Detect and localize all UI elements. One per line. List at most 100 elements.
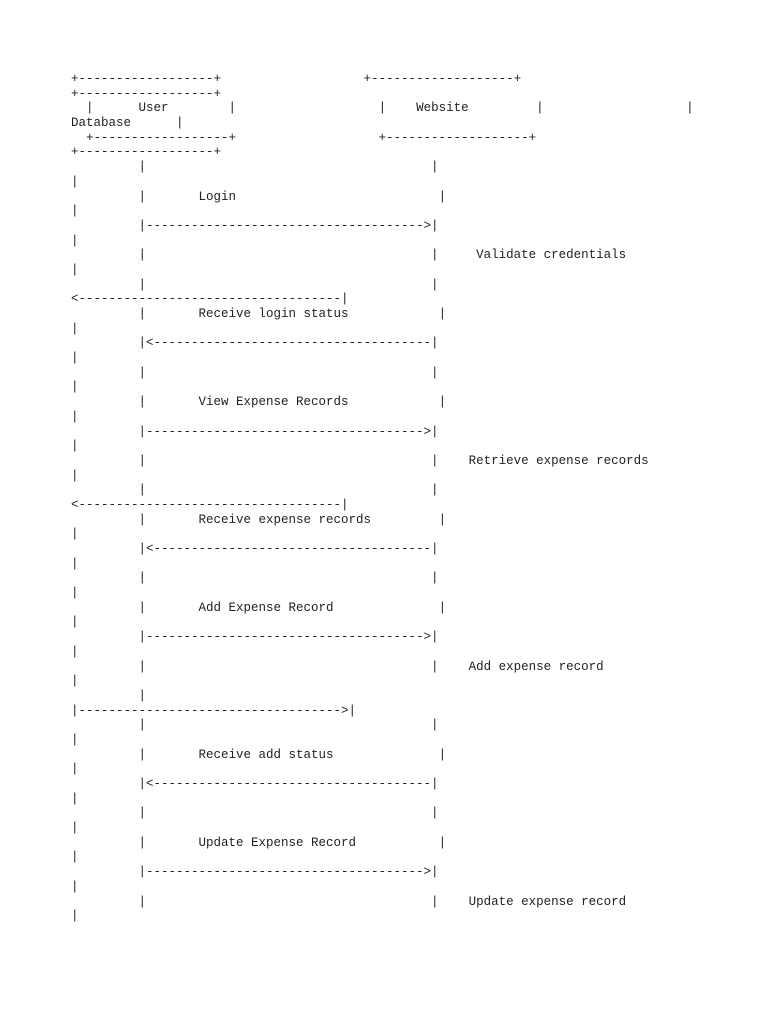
arrow-user-to-website: |------------------------------------->|	[71, 630, 694, 645]
ascii-art: |	[71, 233, 79, 248]
message-label-row: | Receive login status |	[71, 307, 694, 322]
ascii-art: | |	[71, 365, 439, 380]
ascii-art: |	[71, 439, 79, 454]
ascii-art: +------------------+ +------------------…	[71, 130, 537, 145]
ascii-art: |------------------------------------->|	[71, 865, 439, 880]
ascii-art: |<-------------------------------------|	[71, 336, 439, 351]
arrow-user-to-website: |------------------------------------->|	[71, 425, 694, 440]
ascii-art: +------------------+	[71, 86, 222, 101]
lifeline-database: |	[71, 380, 694, 395]
lifeline-database: |	[71, 527, 694, 542]
ascii-art: |	[71, 688, 147, 703]
ascii-art: | |	[71, 160, 439, 175]
ascii-art: |	[348, 307, 447, 321]
arrow-user-to-website: |------------------------------------->|	[71, 865, 694, 880]
ascii-art: |<-------------------------------------|	[71, 777, 439, 791]
lifelines: | |	[71, 483, 694, 498]
ascii-art: |	[71, 850, 79, 865]
database-action-row: | | Validate credentials	[71, 248, 694, 263]
ascii-art: | |	[71, 483, 439, 498]
participants-row: Database |	[71, 116, 694, 131]
box-bottom: +------------------+ +------------------…	[71, 131, 694, 146]
lifeline-database: |	[71, 234, 694, 249]
lifeline-database: |	[71, 792, 694, 807]
ascii-art: +------------------+ +------------------…	[71, 72, 522, 86]
lifelines: | |	[71, 718, 694, 733]
ascii-art: |	[71, 732, 79, 747]
ascii-art: |	[71, 909, 79, 924]
message-label: Receive add status	[198, 747, 334, 762]
message-label: Login	[198, 189, 237, 204]
ascii-art: | |	[71, 659, 469, 674]
ascii-art: | |	[71, 248, 477, 263]
ascii-art: |------------------------------------->|	[71, 424, 439, 439]
ascii-art: | |	[168, 101, 417, 116]
message-label-row: | View Expense Records |	[71, 395, 694, 410]
ascii-art: |	[71, 879, 79, 894]
lifeline-database: |	[71, 733, 694, 748]
database-action: Add expense record	[468, 659, 604, 674]
ascii-art: | |	[71, 894, 469, 909]
message-label: Add Expense Record	[198, 600, 334, 615]
lifeline-database: |	[71, 557, 694, 572]
lifeline-database: |	[71, 762, 694, 777]
lifelines: |	[71, 689, 694, 704]
arrow-website-to-database: |----------------------------------->|	[71, 704, 694, 719]
participant-database: Database	[71, 116, 132, 131]
ascii-art: |	[71, 307, 199, 321]
lifeline-database: |	[71, 880, 694, 895]
ascii-art: <-----------------------------------|	[71, 292, 349, 307]
database-action-row: | | Retrieve expense records	[71, 454, 694, 469]
database-action: Update expense record	[468, 894, 627, 909]
ascii-art: |	[71, 380, 79, 395]
ascii-art: | |	[71, 718, 439, 733]
lifelines: | |	[71, 160, 694, 175]
ascii-art: |	[71, 644, 79, 659]
ascii-art: |	[71, 321, 79, 336]
lifeline-database: |	[71, 439, 694, 454]
box-bottom: +------------------+	[71, 145, 694, 160]
lifeline-database: |	[71, 322, 694, 337]
ascii-art: |	[71, 674, 79, 689]
lifelines: | |	[71, 366, 694, 381]
arrow-database-to-website: <-----------------------------------|	[71, 292, 694, 307]
ascii-art: |	[71, 174, 79, 189]
lifeline-database: |	[71, 175, 694, 190]
message-label-row: | Update Expense Record |	[71, 836, 694, 851]
ascii-art: |	[348, 395, 447, 410]
arrow-website-to-user: |<-------------------------------------|	[71, 542, 694, 557]
database-action-row: | | Add expense record	[71, 660, 694, 675]
lifeline-database: |	[71, 586, 694, 601]
lifeline-database: |	[71, 821, 694, 836]
arrow-database-to-website: <-----------------------------------|	[71, 498, 694, 513]
lifeline-database: |	[71, 351, 694, 366]
ascii-art: |	[71, 556, 79, 571]
ascii-art: |	[71, 821, 79, 836]
ascii-art: |----------------------------------->|	[71, 703, 357, 718]
lifeline-database: |	[71, 850, 694, 865]
ascii-art: |	[71, 468, 79, 483]
lifelines: | |	[71, 571, 694, 586]
ascii-art: |	[71, 835, 199, 850]
ascii-art: | |	[71, 806, 439, 821]
participant-website: Website	[416, 101, 469, 116]
lifeline-database: |	[71, 204, 694, 219]
participants-row: | User | | Website | |	[71, 101, 694, 116]
ascii-art: |	[333, 600, 447, 615]
database-action: Retrieve expense records	[468, 453, 649, 468]
ascii-art: |	[71, 204, 79, 219]
ascii-art: +------------------+	[71, 145, 222, 160]
ascii-art: |	[71, 512, 199, 527]
message-label: Receive login status	[198, 307, 349, 321]
ascii-art: |	[71, 791, 79, 806]
ascii-art: |	[71, 762, 79, 777]
ascii-art: |	[71, 351, 79, 366]
participant-user: User	[138, 101, 169, 116]
lifelines: | |	[71, 806, 694, 821]
database-action: Validate credentials	[476, 248, 627, 263]
lifeline-database: |	[71, 469, 694, 484]
arrow-website-to-user: |<-------------------------------------|	[71, 336, 694, 351]
lifeline-database: |	[71, 410, 694, 425]
ascii-art: |	[71, 527, 79, 542]
message-label: Update Expense Record	[198, 835, 357, 850]
